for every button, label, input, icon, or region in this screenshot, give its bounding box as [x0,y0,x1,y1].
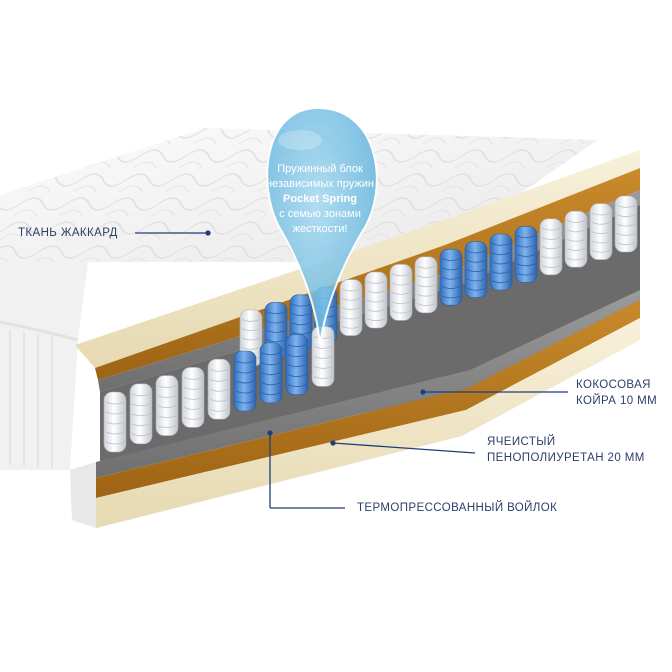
pocket-spring-white [589,203,613,260]
label-felt: ТЕРМОПРЕССОВАННЫЙ ВОЙЛОК [357,502,558,514]
bubble-line-4: с семью зонами [279,208,361,220]
mattress-bottom-edge [70,462,96,528]
felt-bottom-layer [96,318,640,528]
pocket-spring-blue [489,233,513,291]
pocket-spring-white [339,279,363,336]
foam-bottom-layer [96,290,640,478]
pocket-spring-white [103,391,127,453]
bubble-line-3: Pocket Spring [283,193,357,205]
pocket-spring-white [181,367,205,428]
pocket-spring-white [155,375,179,436]
pocket-spring-blue [439,248,463,306]
bubble-text: Пружинный блок независимых пружин Pocket… [250,162,390,237]
leader-lines [135,230,568,509]
bubble-highlight [278,130,322,150]
pocket-spring-white [414,256,438,314]
label-foam-line1: ЯЧЕИСТЫЙ [487,436,556,448]
label-foam-line2: ПЕНОПОЛИУРЕТАН 20 ММ [487,452,645,464]
pocket-spring-white [539,218,563,276]
pocket-spring-blue [285,334,309,395]
felt-top-layer [75,150,640,368]
leader-foam [332,442,476,454]
pocket-spring-white [207,358,231,420]
cover-front-side [0,262,88,470]
pocket-spring-blue [259,342,283,404]
leader-foam-dot [330,440,336,446]
leader-felt-dot [267,430,273,436]
label-coir-line2: КОЙРА 10 ММ [576,395,658,407]
pocket-springs [103,195,638,453]
bubble-line-2: независимых пружин [266,178,374,190]
pocket-spring-bubble [266,106,378,346]
coir-bottom-layer [96,300,640,498]
bubble-line-1: Пружинный блок [277,163,363,175]
cover-piping [0,320,79,342]
pocket-spring-blue [514,226,538,283]
pocket-spring-white [564,210,588,268]
pocket-spring-white [614,195,638,253]
cover-side-stitching [9,330,53,468]
label-coir-line1: КОКОСОВАЯ [576,379,651,391]
label-coir: КОКОСОВАЯ КОЙРА 10 ММ [576,377,657,409]
pocket-spring-blue [233,350,257,412]
leader-cover-dot [205,230,211,236]
bubble-line-5: жесткости! [292,223,348,235]
label-cover: ТКАНЬ ЖАККАРД [18,227,118,239]
label-foam: ЯЧЕИСТЫЙ ПЕНОПОЛИУРЕТАН 20 ММ [487,434,645,466]
pocket-spring-white [129,383,153,445]
pocket-spring-white [311,326,335,387]
pocket-spring-white [389,264,413,321]
pocket-spring-white [364,271,388,329]
leader-coir-dot [420,389,426,395]
foam-top-layer [98,190,640,392]
pocket-spring-blue [464,241,488,298]
